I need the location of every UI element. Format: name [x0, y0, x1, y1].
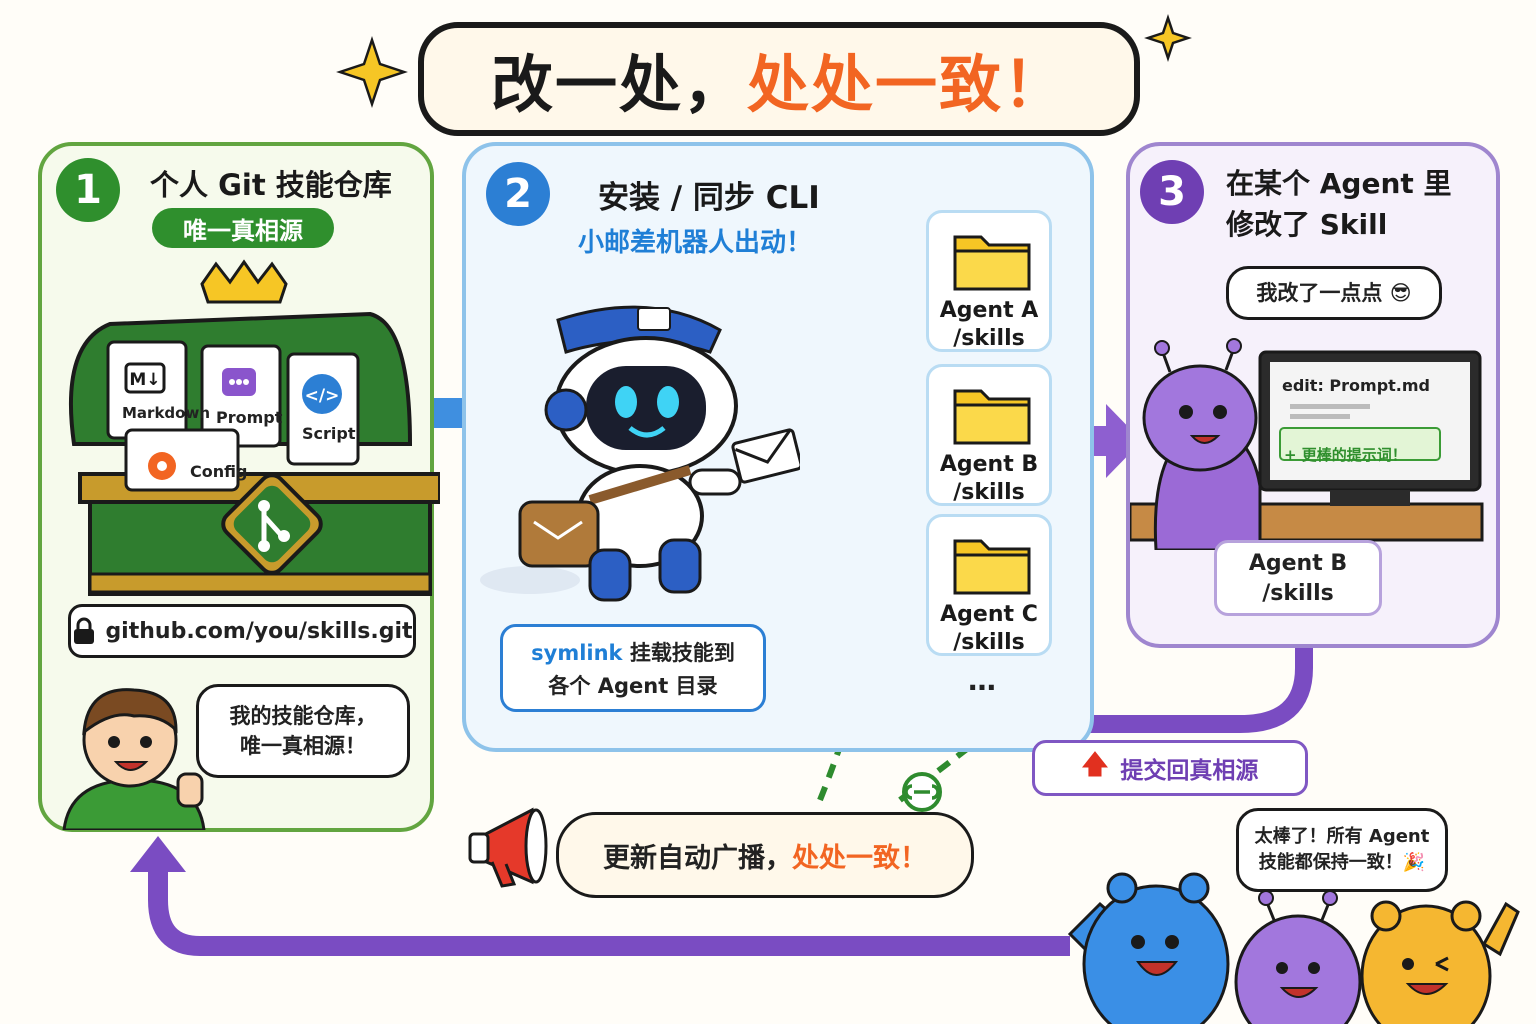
arrow-up-icon: 🡅: [1081, 750, 1109, 780]
agent-c-name: Agent C: [940, 602, 1038, 627]
modified-agent-box[interactable]: Agent B /skills: [1214, 540, 1382, 616]
commit-back-label: 🡅 提交回真相源: [1032, 740, 1308, 796]
file-label-markdown: Markdown: [122, 404, 211, 422]
folder-card-agent-b[interactable]: Agent B/skills: [926, 364, 1052, 506]
agent-c-path: /skills: [953, 629, 1025, 655]
celebrate-line1: 太棒了！所有 Agent: [1254, 825, 1430, 847]
arrow-2-3-head: [1106, 404, 1142, 478]
step3-heading: 在某个 Agent 里 修改了 Skill: [1226, 164, 1452, 245]
agent-a-name: Agent A: [939, 298, 1039, 323]
step3-number: 3: [1140, 160, 1204, 224]
folder-icon: [953, 389, 1031, 445]
celebrate-speech: 太棒了！所有 Agent 技能都保持一致！🎉: [1236, 808, 1448, 892]
agent-a-path: /skills: [953, 325, 1025, 351]
title-part-1: 改一处，: [490, 48, 747, 121]
editor-added-line: + 更棒的提示词！: [1284, 446, 1407, 464]
symlink-note: symlink 挂载技能到 各个 Agent 目录: [500, 624, 766, 712]
repo-url-box[interactable]: github.com/you/skills.git: [68, 604, 416, 658]
monitor-icon: [1258, 350, 1482, 506]
file-label-config: Config: [190, 462, 248, 481]
envelope-icon: [731, 428, 800, 484]
folder-card-agent-c[interactable]: Agent C/skills: [926, 514, 1052, 656]
developer-speech-line2: 唯一真相源！: [240, 734, 366, 758]
editor-file-label: edit: Prompt.md: [1282, 376, 1430, 395]
loop-back-arrow-body: [148, 868, 1070, 956]
developer-avatar: [62, 688, 206, 830]
step3-heading-line2: 修改了 Skill: [1226, 207, 1388, 241]
broadcast-part-1: 更新自动广播，: [603, 842, 792, 874]
file-label-script: Script: [302, 424, 356, 443]
monitor-scene: [1130, 338, 1484, 550]
broadcast-bubble: 更新自动广播，处处一致！: [556, 812, 974, 898]
lock-icon: [74, 617, 95, 644]
developer-speech-line1: 我的技能仓库，: [229, 703, 377, 728]
loop-back-arrowhead: [130, 836, 186, 872]
svg-text:</>: </>: [305, 386, 340, 406]
step2-heading: 安装 / 同步 CLI: [598, 180, 820, 216]
step1-heading: 个人 Git 技能仓库: [150, 168, 392, 202]
step3-heading-line1: 在某个 Agent 里: [1226, 167, 1452, 200]
commit-arrow-body: [1030, 626, 1313, 733]
megaphone-icon: [468, 807, 548, 888]
agent-b-name: Agent B: [939, 452, 1039, 477]
file-label-prompt: Prompt: [216, 408, 283, 427]
modified-agent-path: /skills: [1262, 580, 1334, 606]
agent-speech: 我改了一点点 😎: [1226, 266, 1442, 320]
title-part-2: 处处一致！: [747, 48, 1068, 121]
step2-subtitle: 小邮差机器人出动！: [578, 228, 813, 258]
broadcast-part-2: 处处一致！: [792, 842, 927, 874]
folder-icon: [953, 539, 1031, 595]
folder-icon: [953, 235, 1031, 291]
repo-url: github.com/you/skills.git: [105, 618, 413, 644]
symlink-rest: 挂载技能到: [622, 641, 735, 665]
crown-icon: [200, 259, 288, 304]
robot-icon: [480, 305, 800, 602]
step2-number: 2: [486, 162, 550, 226]
svg-text:M↓: M↓: [129, 370, 160, 390]
step1-badge: 唯一真相源: [152, 208, 334, 248]
modified-agent-name: Agent B: [1248, 551, 1348, 576]
title-bubble: 改一处，处处一致！: [418, 22, 1140, 136]
step1-number: 1: [56, 158, 120, 222]
folder-card-agent-a[interactable]: Agent A/skills: [926, 210, 1052, 352]
celebrate-line2: 技能都保持一致！🎉: [1258, 852, 1426, 873]
more-agents-ellipsis: …: [968, 664, 999, 697]
symlink-keyword: symlink: [531, 641, 623, 665]
treasure-chest-icon: M↓ </>: [68, 259, 440, 596]
commit-back-text: 提交回真相源: [1120, 758, 1259, 784]
happy-agents: [1067, 872, 1520, 1024]
git-icon: [221, 473, 323, 575]
developer-speech: 我的技能仓库， 唯一真相源！: [196, 684, 410, 778]
symlink-line2: 各个 Agent 目录: [548, 673, 718, 698]
agent-b-path: /skills: [953, 479, 1025, 505]
